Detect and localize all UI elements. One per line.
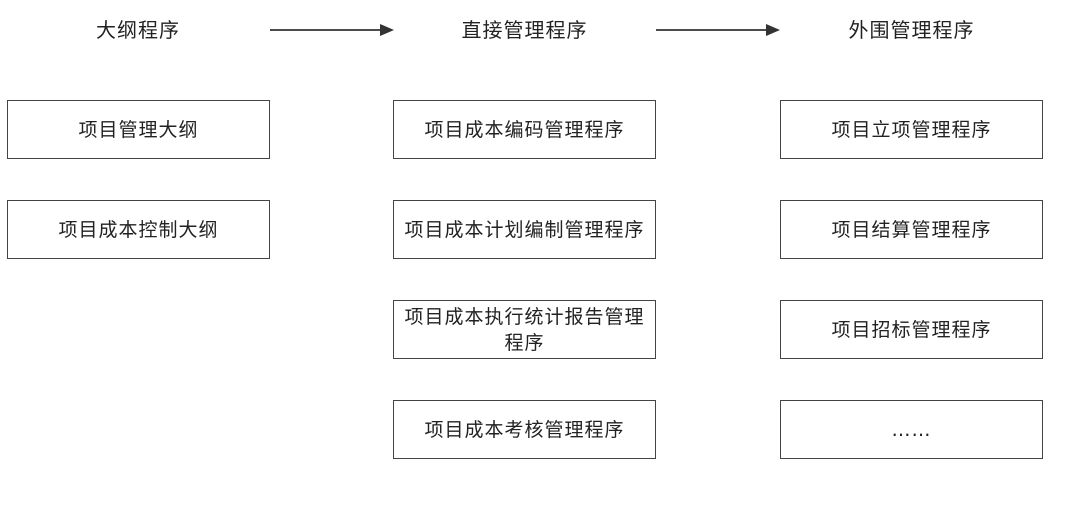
box-cost-coding-procedure: 项目成本编码管理程序: [393, 100, 656, 159]
box-project-initiation-procedure: 项目立项管理程序: [780, 100, 1043, 159]
header-peripheral-management-procedures: 外围管理程序: [848, 18, 975, 42]
box-cost-plan-procedure: 项目成本计划编制管理程序: [393, 200, 656, 259]
box-cost-assessment-procedure: 项目成本考核管理程序: [393, 400, 656, 459]
box-label: 项目管理大纲: [78, 118, 199, 141]
arrow-right-icon: [656, 24, 780, 36]
box-label: 项目成本编码管理程序: [424, 118, 625, 141]
box-more-ellipsis: ……: [780, 400, 1043, 459]
header-direct-management-procedures: 直接管理程序: [461, 18, 588, 42]
box-label: 项目成本考核管理程序: [424, 418, 625, 441]
box-label: 项目结算管理程序: [831, 218, 992, 241]
box-label: 项目成本执行统计报告管理程序: [404, 305, 645, 354]
arrow-right-icon: [270, 24, 394, 36]
box-project-management-outline: 项目管理大纲: [7, 100, 270, 159]
box-label: ……: [891, 418, 932, 441]
header-outline-procedures: 大纲程序: [96, 18, 180, 42]
box-label: 项目立项管理程序: [831, 118, 992, 141]
box-project-settlement-procedure: 项目结算管理程序: [780, 200, 1043, 259]
box-label: 项目招标管理程序: [831, 318, 992, 341]
box-label: 项目成本控制大纲: [58, 218, 219, 241]
box-label: 项目成本计划编制管理程序: [404, 218, 645, 241]
box-cost-execution-report-procedure: 项目成本执行统计报告管理程序: [393, 300, 656, 359]
box-project-cost-control-outline: 项目成本控制大纲: [7, 200, 270, 259]
box-project-bidding-procedure: 项目招标管理程序: [780, 300, 1043, 359]
